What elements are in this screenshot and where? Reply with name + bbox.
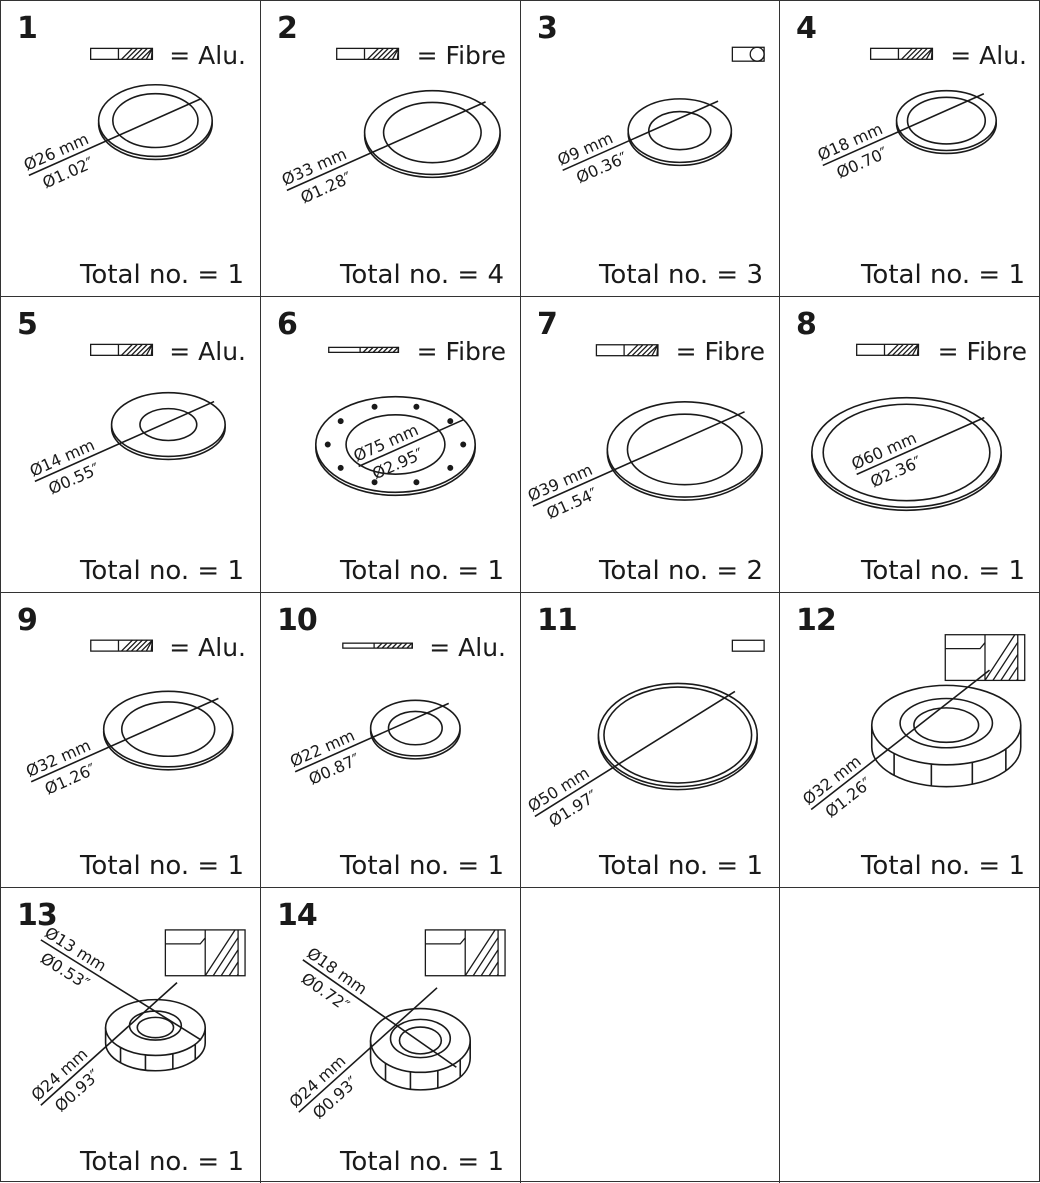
gasket-icon <box>99 85 213 160</box>
cross-section-icon <box>165 930 245 976</box>
empty-cell <box>521 888 780 1183</box>
cross-section-icon <box>596 345 658 356</box>
cross-section-icon <box>91 344 153 355</box>
cross-section-icon <box>91 640 153 651</box>
gasket-icon <box>607 402 762 500</box>
gasket-icon <box>598 683 757 789</box>
gasket-icon <box>106 1000 206 1071</box>
cross-section-icon <box>425 930 505 976</box>
cross-section-icon <box>343 643 413 648</box>
cross-section-icon <box>871 48 933 59</box>
gasket-icon <box>897 91 997 154</box>
gasket-icon <box>812 398 1001 511</box>
cross-section-icon <box>91 48 153 59</box>
gasket-icon <box>872 685 1021 786</box>
gasket-icon <box>371 700 460 759</box>
cross-section-icon <box>337 48 399 59</box>
gasket-icon <box>628 99 731 165</box>
cross-section-icon <box>329 347 399 352</box>
gasket-icon <box>112 393 226 460</box>
cross-section-icon <box>732 47 764 61</box>
cross-section-icon <box>732 640 764 651</box>
empty-cell <box>780 888 1040 1183</box>
gasket-icon <box>371 1009 471 1090</box>
cross-section-icon <box>857 344 919 355</box>
gasket-icon <box>104 691 233 769</box>
